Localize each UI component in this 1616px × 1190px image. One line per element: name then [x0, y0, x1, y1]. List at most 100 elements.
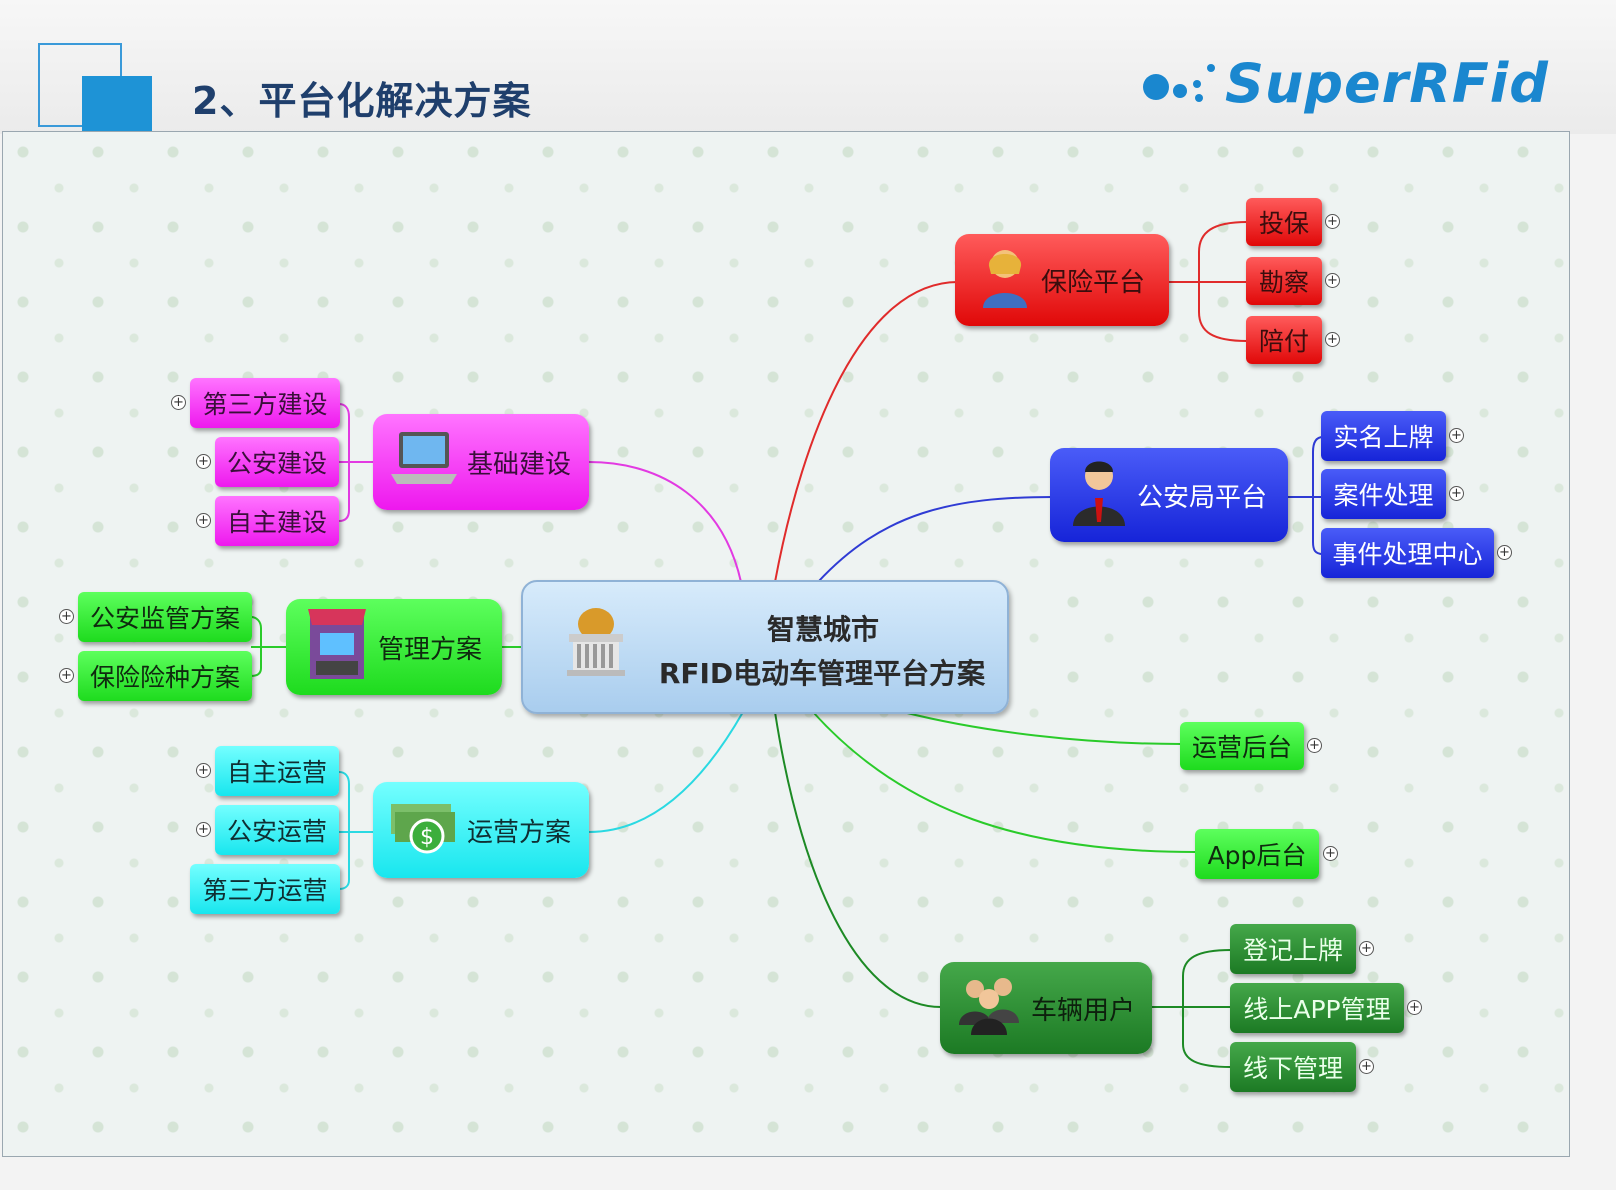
- leaf-label: 自主建设: [226, 508, 327, 537]
- bracket-management: [250, 616, 287, 677]
- leaf-police-build[interactable]: 公安建设: [215, 437, 339, 487]
- leaf-label: 勘察: [1258, 268, 1309, 297]
- leaf-offline-management[interactable]: 线下管理: [1230, 1042, 1356, 1092]
- infrastructure-node[interactable]: 基础建设: [373, 414, 589, 510]
- leaf-toubao[interactable]: 投保: [1246, 198, 1322, 246]
- money-icon: $: [390, 798, 457, 863]
- leaf-kancha[interactable]: 勘察: [1246, 257, 1322, 305]
- police-platform-label: 公安局平台: [1136, 482, 1267, 513]
- leaf-insurance-types[interactable]: 保险险种方案: [78, 651, 252, 701]
- expand-plus-icon[interactable]: +: [1449, 486, 1464, 501]
- leaf-label: 案件处理: [1333, 481, 1434, 510]
- management-plan-label: 管理方案: [377, 634, 482, 665]
- ops-backend-label: 运营后台: [1191, 733, 1292, 762]
- leaf-online-app[interactable]: 线上APP管理: [1230, 983, 1404, 1033]
- operations-plan-node[interactable]: $ 运营方案: [373, 782, 589, 878]
- leaf-label: 公安建设: [226, 449, 327, 478]
- expand-plus-icon[interactable]: +: [196, 763, 211, 778]
- link-ops-backend: [902, 711, 1182, 745]
- leaf-label: 保险险种方案: [89, 663, 240, 692]
- leaf-self-build[interactable]: 自主建设: [215, 496, 339, 546]
- app-backend-label: App后台: [1207, 841, 1307, 870]
- expand-plus-icon[interactable]: +: [196, 822, 211, 837]
- leaf-anjian-chuli[interactable]: 案件处理: [1321, 469, 1446, 519]
- expand-plus-icon[interactable]: +: [1325, 214, 1340, 229]
- insurance-platform-label: 保险平台: [1040, 267, 1145, 298]
- mindmap-canvas: 保险平台 投保 + 勘察 + 陪付 + 公安局平台 实名上牌 + 案件处理 + …: [2, 131, 1570, 1157]
- operations-plan-label: 运营方案: [466, 817, 571, 848]
- slide-header: 2、平台化解决方案 SuperRFid: [0, 0, 1616, 134]
- leaf-label: 公安运营: [226, 817, 327, 846]
- expand-plus-icon[interactable]: +: [1407, 1000, 1422, 1015]
- expand-plus-icon[interactable]: +: [1323, 846, 1338, 861]
- vehicle-users-label: 车辆用户: [1030, 995, 1135, 1026]
- connector-lines: [250, 221, 1324, 1068]
- expand-plus-icon[interactable]: +: [1359, 941, 1374, 956]
- decor-square-fill: [82, 76, 152, 134]
- link-infrastructure: [588, 461, 742, 583]
- leaf-label: 线下管理: [1242, 1054, 1343, 1083]
- bracket-insurance: [1168, 221, 1248, 342]
- link-vehicle-users: [774, 711, 942, 1008]
- logo-dot-icon: [1207, 64, 1215, 72]
- user-group-icon: [957, 973, 1021, 1044]
- leaf-peifu[interactable]: 陪付: [1246, 316, 1322, 364]
- leaf-label: 自主运营: [226, 758, 327, 787]
- expand-plus-icon[interactable]: +: [59, 609, 74, 624]
- insurance-platform-node[interactable]: 保险平台: [955, 234, 1169, 326]
- expand-plus-icon[interactable]: +: [1497, 545, 1512, 560]
- expand-plus-icon[interactable]: +: [171, 395, 186, 410]
- leaf-register-plate[interactable]: 登记上牌: [1230, 924, 1356, 974]
- police-platform-node[interactable]: 公安局平台: [1050, 448, 1288, 542]
- management-plan-node[interactable]: 管理方案: [286, 599, 502, 695]
- expand-plus-icon[interactable]: +: [1325, 273, 1340, 288]
- bracket-operations: [338, 771, 374, 890]
- expand-plus-icon[interactable]: +: [1325, 332, 1340, 347]
- building-icon: [563, 606, 629, 678]
- leaf-police-supervision[interactable]: 公安监管方案: [78, 592, 252, 642]
- expand-plus-icon[interactable]: +: [1449, 428, 1464, 443]
- infrastructure-label: 基础建设: [466, 449, 571, 480]
- slide-title: 2、平台化解决方案: [192, 79, 532, 123]
- leaf-police-operation[interactable]: 公安运营: [215, 805, 339, 855]
- leaf-label: 公安监管方案: [89, 604, 240, 633]
- leaf-thirdparty-operation[interactable]: 第三方运营: [190, 864, 340, 914]
- expand-plus-icon[interactable]: +: [59, 668, 74, 683]
- central-topic-node[interactable]: 智慧城市 RFID电动车管理平台方案: [521, 580, 1009, 714]
- vehicle-users-node[interactable]: 车辆用户: [940, 962, 1152, 1054]
- logo: SuperRFid: [1143, 52, 1548, 122]
- leaf-shiming-shangpai[interactable]: 实名上牌: [1321, 411, 1446, 461]
- leaf-label: 线上APP管理: [1243, 995, 1391, 1024]
- leaf-shijian-center[interactable]: 事件处理中心: [1321, 528, 1494, 578]
- ops-backend-node[interactable]: 运营后台: [1180, 722, 1304, 770]
- laptop-icon: [390, 430, 457, 495]
- link-insurance: [774, 281, 959, 583]
- leaf-label: 第三方建设: [202, 390, 328, 419]
- logo-dot-icon: [1173, 84, 1187, 98]
- app-backend-node[interactable]: App后台: [1195, 829, 1319, 879]
- bracket-vehicle-users: [1152, 949, 1232, 1068]
- central-topic-line2: RFID电动车管理平台方案: [658, 657, 986, 690]
- link-police: [817, 496, 1054, 583]
- leaf-label: 陪付: [1258, 327, 1309, 356]
- leaf-label: 登记上牌: [1242, 936, 1343, 965]
- logo-dot-icon: [1195, 94, 1203, 102]
- link-operations: [588, 711, 744, 833]
- leaf-label: 投保: [1258, 209, 1309, 238]
- logo-text: SuperRFid: [1225, 52, 1549, 115]
- link-app-backend: [812, 711, 1196, 853]
- bracket-police: [1288, 436, 1324, 555]
- expand-plus-icon[interactable]: +: [1359, 1059, 1374, 1074]
- expand-plus-icon[interactable]: +: [196, 513, 211, 528]
- bracket-infrastructure: [338, 403, 374, 522]
- expand-plus-icon[interactable]: +: [196, 454, 211, 469]
- kiosk-icon: [306, 607, 368, 688]
- svg-text:$: $: [420, 825, 434, 850]
- leaf-thirdparty-build[interactable]: 第三方建设: [190, 378, 340, 428]
- expand-plus-icon[interactable]: +: [1307, 738, 1322, 753]
- leaf-self-operation[interactable]: 自主运营: [215, 746, 339, 796]
- logo-dot-icon: [1143, 74, 1169, 100]
- businessman-icon: [1071, 456, 1127, 535]
- leaf-label: 事件处理中心: [1332, 540, 1483, 569]
- woman-user-icon: [979, 244, 1031, 317]
